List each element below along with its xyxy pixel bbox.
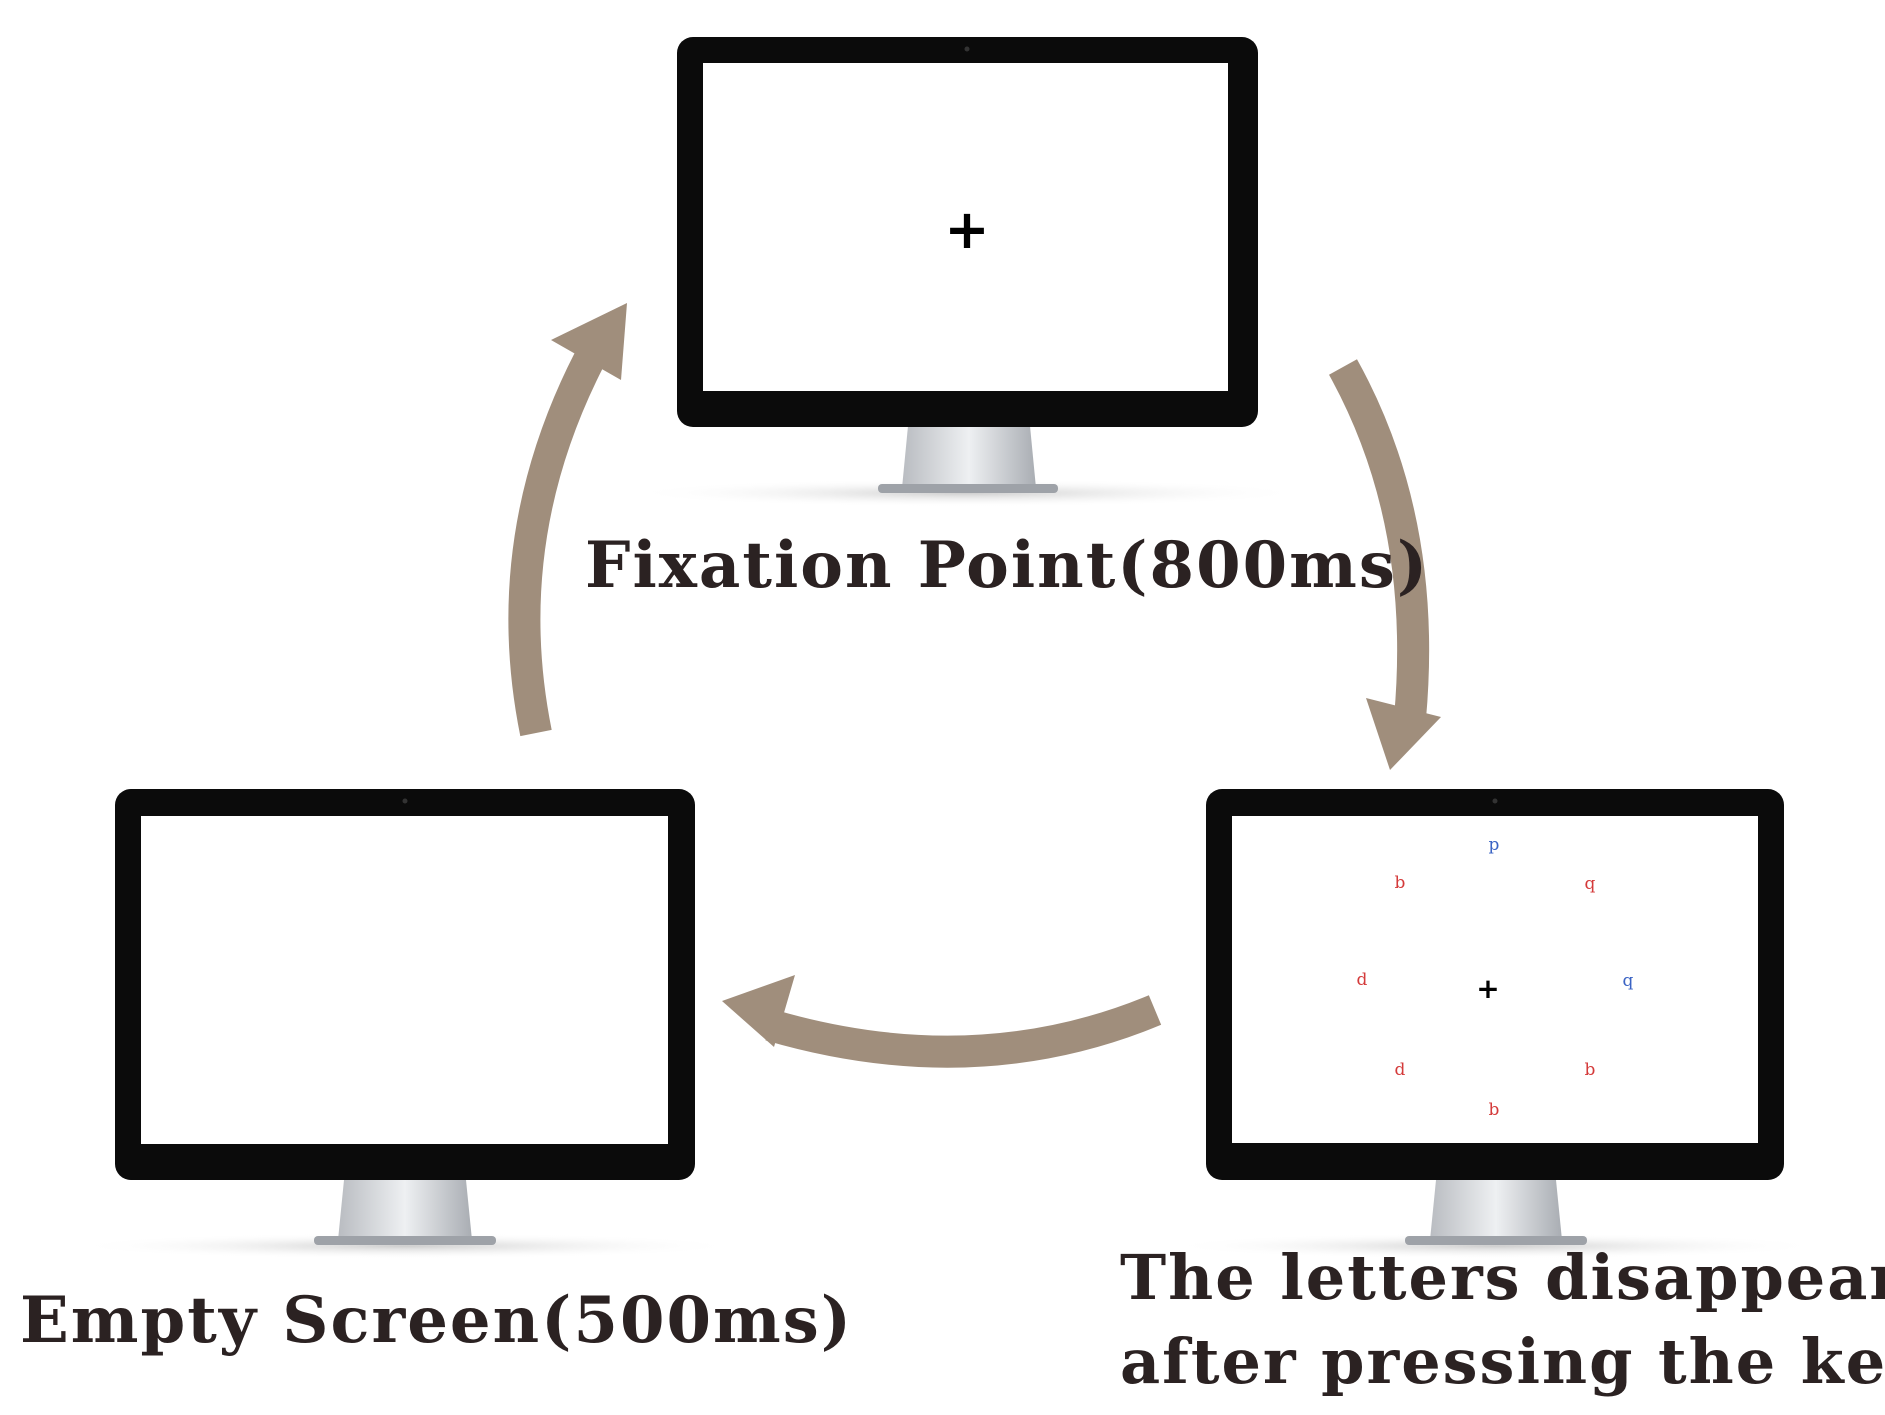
arrow-shaft <box>1329 359 1430 720</box>
monitor-shadow <box>1165 1233 1825 1259</box>
camera-dot <box>402 798 408 804</box>
arrow-empty-to-fixation <box>508 303 627 737</box>
monitor-fixation: + <box>627 37 1307 507</box>
letter-stimulus: b <box>1585 1060 1596 1080</box>
caption-empty: Empty Screen(500ms) <box>20 1283 854 1358</box>
monitor-screen <box>703 63 1228 391</box>
caption-letters-line-1: The letters disappear <box>1120 1241 1885 1314</box>
letter-stimulus: d <box>1395 1060 1406 1080</box>
monitor-stand <box>1430 1180 1562 1240</box>
arrow-fixation-to-letters <box>1329 359 1441 770</box>
monitor-base <box>314 1236 496 1245</box>
monitor-stand <box>338 1180 472 1240</box>
arrow-head <box>1366 698 1441 770</box>
monitor-shadow <box>70 1233 740 1259</box>
arrow-head <box>551 303 627 380</box>
arrow-shaft <box>765 995 1162 1068</box>
letter-ring: p b q d q d b b <box>1357 835 1634 1120</box>
arrow-letters-to-empty <box>722 975 1162 1068</box>
letter-stimulus: q <box>1623 971 1634 991</box>
letter-stimulus: d <box>1357 970 1368 990</box>
fixation-cross: + <box>944 198 989 261</box>
monitor-base <box>1405 1236 1587 1245</box>
monitor-base <box>878 484 1058 493</box>
arrow-shaft <box>508 352 604 737</box>
caption-letters-line-2: after pressing the key <box>1120 1325 1885 1398</box>
letter-stimulus: b <box>1395 873 1406 893</box>
camera-dot <box>964 46 970 52</box>
letter-stimulus: q <box>1585 874 1596 894</box>
monitor-screen <box>141 816 668 1144</box>
monitor-empty <box>70 789 740 1259</box>
center-cross: + <box>1476 972 1499 1005</box>
caption-fixation: Fixation Point(800ms) <box>585 528 1430 603</box>
monitor-stand <box>902 426 1036 488</box>
camera-dot <box>1492 798 1498 804</box>
caption-letters: The letters disappear after pressing the… <box>1120 1236 1885 1404</box>
letter-stimulus: b <box>1489 1100 1500 1120</box>
arrow-head <box>722 975 795 1047</box>
monitor-letters: + p b q d q d b b <box>1165 789 1825 1259</box>
letter-stimulus: p <box>1489 835 1500 855</box>
monitor-screen <box>1232 816 1758 1143</box>
